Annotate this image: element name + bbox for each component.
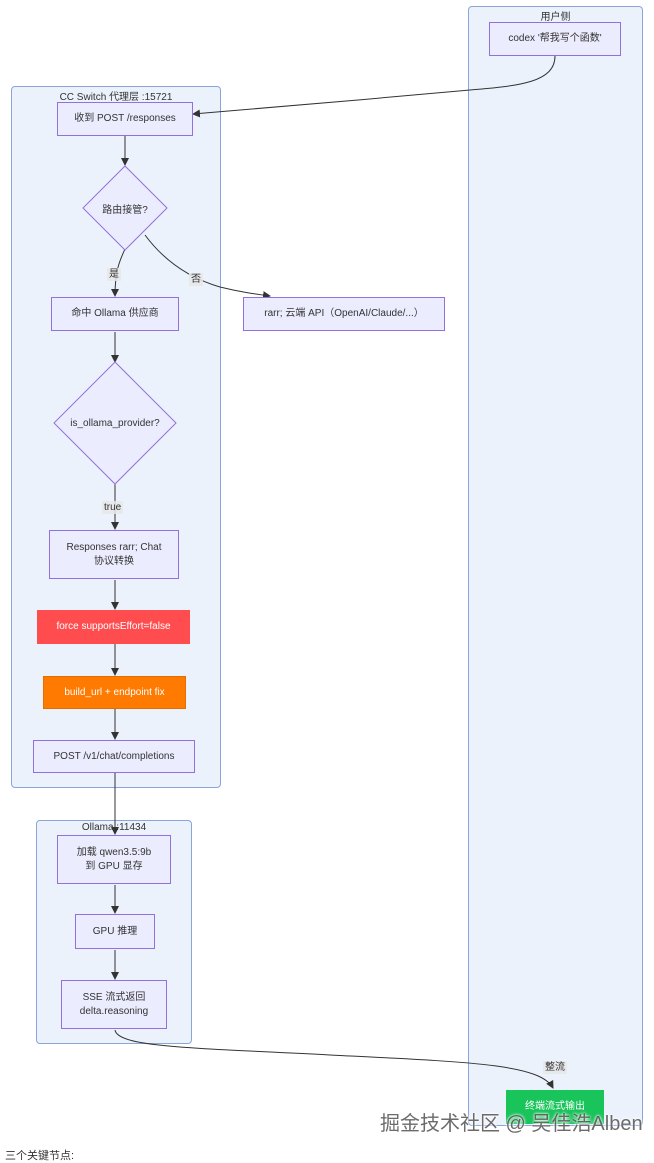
sse-stream-line2: delta.reasoning	[79, 1005, 149, 1017]
post-chat-completions-label: POST /v1/chat/completions	[53, 750, 175, 762]
post-chat-completions-node[interactable]: POST /v1/chat/completions	[33, 740, 195, 773]
edge-sse-to-terminal	[114, 1029, 554, 1089]
force-supports-effort-label: force supportsEffort=false	[56, 621, 171, 632]
footer-text: 三个关键节点:	[5, 1150, 75, 1162]
is-ollama-diamond	[53, 361, 177, 485]
edge-route-to-hit	[111, 248, 126, 297]
route-diamond	[82, 165, 168, 251]
gpu-inference-label: GPU 推理	[92, 925, 138, 937]
protocol-convert-node[interactable]: Responses rarr; Chat 协议转换	[49, 530, 179, 579]
sse-stream-line1: SSE 流式返回	[82, 991, 146, 1003]
edge-codex-to-receive	[192, 55, 556, 118]
ollama-provider-label: 命中 Ollama 供应商	[71, 308, 159, 319]
load-model-line1: 加载 qwen3.5:9b	[76, 846, 152, 858]
load-model-line2: 到 GPU 显存	[85, 860, 143, 872]
protocol-convert-line1: Responses rarr; Chat	[66, 541, 162, 553]
edge-label-no: 否	[189, 273, 203, 286]
is-ollama-decision-label[interactable]: is_ollama_provider?	[70, 417, 160, 429]
cluster-user-side: 用户侧	[468, 6, 643, 1126]
codex-node[interactable]: codex '帮我写个函数'	[489, 22, 621, 56]
edge-route-to-cloud	[144, 234, 271, 300]
terminal-output-label: 终端流式输出	[525, 1101, 585, 1112]
terminal-output-node[interactable]: 终端流式输出	[506, 1090, 604, 1124]
cluster-title-user-side: 用户侧	[540, 12, 571, 23]
sse-stream-node[interactable]: SSE 流式返回 delta.reasoning	[61, 980, 167, 1029]
build-url-node[interactable]: build_url + endpoint fix	[43, 676, 186, 709]
edge-label-true: true	[102, 501, 124, 514]
ollama-provider-node[interactable]: 命中 Ollama 供应商	[51, 297, 179, 331]
cluster-title-cc-switch: CC Switch 代理层 :15721	[59, 92, 173, 103]
build-url-label: build_url + endpoint fix	[64, 686, 165, 698]
watermark: 掘金技术社区 @ 吴佳浩Alben	[380, 1113, 643, 1135]
cloud-api-label: rarr; 云端 API（OpenAI/Claude/...）	[264, 308, 424, 319]
receive-post-node[interactable]: 收到 POST /responses	[57, 102, 193, 136]
edge-label-yes: 是	[107, 268, 121, 281]
route-decision-label[interactable]: 路由接管?	[102, 204, 148, 216]
edge-label-whole: 整流	[543, 1061, 567, 1074]
gpu-inference-node[interactable]: GPU 推理	[75, 914, 155, 949]
load-model-node[interactable]: 加载 qwen3.5:9b 到 GPU 显存	[57, 835, 171, 884]
receive-post-label: 收到 POST /responses	[74, 113, 176, 124]
force-supports-effort-node[interactable]: force supportsEffort=false	[37, 610, 190, 644]
cloud-api-node[interactable]: rarr; 云端 API（OpenAI/Claude/...）	[243, 297, 445, 331]
codex-node-label: codex '帮我写个函数'	[508, 33, 602, 44]
protocol-convert-line2: 协议转换	[93, 555, 134, 567]
